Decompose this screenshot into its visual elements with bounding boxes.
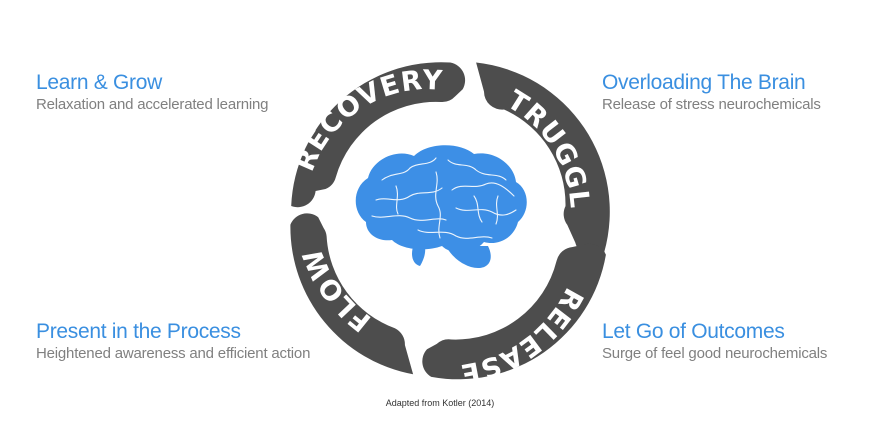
note-title: Present in the Process	[36, 320, 241, 343]
ring-segment-flow	[290, 213, 414, 375]
ring-segment-struggle	[476, 62, 610, 257]
brain-icon	[355, 145, 527, 268]
note-title: Let Go of Outcomes	[602, 320, 785, 343]
note-overloading-brain: Overloading The Brain Release of stress …	[602, 71, 880, 114]
note-present-process: Present in the Process Heightened awaren…	[36, 320, 336, 363]
source-credit: Adapted from Kotler (2014)	[385, 398, 495, 408]
note-description: Surge of feel good neurochemicals	[602, 345, 828, 362]
ring-segments	[290, 62, 610, 380]
note-title: Overloading The Brain	[602, 71, 806, 94]
note-description: Relaxation and accelerated learning	[36, 96, 269, 113]
note-title: Learn & Grow	[36, 71, 162, 94]
note-description: Heightened awareness and efficient actio…	[36, 345, 311, 362]
note-description: Release of stress neurochemicals	[602, 96, 821, 113]
stage-label-release: RELEASE	[457, 283, 589, 390]
ring-segment-release	[422, 243, 606, 380]
note-learn-grow: Learn & Grow Relaxation and accelerated …	[36, 71, 336, 114]
note-let-go-outcomes: Let Go of Outcomes Surge of feel good ne…	[602, 320, 880, 363]
ring-segment-recovery	[291, 62, 466, 208]
